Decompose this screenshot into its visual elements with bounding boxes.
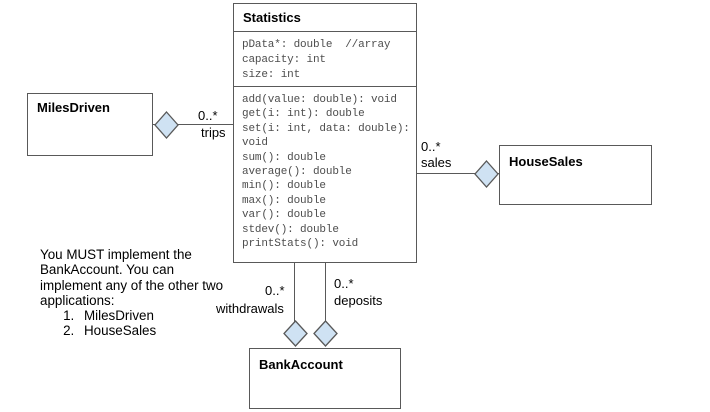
class-name: Statistics: [243, 10, 301, 25]
class-name: HouseSales: [509, 154, 583, 169]
aggregation-diamond-icon: [283, 320, 308, 347]
note-list: MilesDriven HouseSales: [40, 308, 238, 339]
method: min(): double: [242, 180, 326, 193]
note-list-item: MilesDriven: [78, 308, 238, 323]
method: max(): double: [242, 194, 326, 207]
aggregation-diamond-icon: [154, 111, 179, 139]
method: get(i: int): double: [242, 108, 365, 121]
multiplicity-label-withdrawals: 0..*: [265, 283, 285, 298]
association-line-deposits: [325, 262, 327, 322]
attributes-compartment: pData*: double //array capacity: int siz…: [234, 32, 416, 86]
method: printStats(): void: [242, 238, 359, 251]
compartment-divider: [234, 31, 416, 32]
compartment-divider: [234, 86, 416, 87]
class-name: MilesDriven: [37, 100, 110, 115]
class-box-milesdriven: MilesDriven: [27, 93, 153, 156]
note-list-item: HouseSales: [78, 323, 238, 338]
association-line-withdrawals: [294, 262, 296, 322]
role-label-trips: trips: [201, 125, 226, 140]
method: var(): double: [242, 209, 326, 222]
note-text: You MUST implement the BankAccount. You …: [40, 247, 224, 308]
method: set(i: int, data: double): void: [242, 122, 417, 150]
attribute: size: int: [242, 69, 301, 81]
attribute: pData*: double //array: [242, 39, 391, 51]
role-label-deposits: deposits: [334, 293, 383, 308]
aggregation-diamond-icon: [313, 320, 338, 347]
method: add(value: double): void: [242, 94, 397, 106]
role-label-withdrawals: withdrawals: [216, 301, 284, 316]
class-box-bankaccount: BankAccount: [249, 348, 401, 409]
association-line-trips: [153, 124, 233, 126]
method: average(): double: [242, 166, 352, 179]
method: stdev(): double: [242, 223, 339, 236]
class-box-statistics: Statistics pData*: double //array capaci…: [233, 3, 417, 263]
association-line-sales: [416, 173, 499, 175]
attribute: capacity: int: [242, 54, 326, 66]
multiplicity-label-deposits: 0..*: [334, 276, 354, 291]
class-box-housesales: HouseSales: [499, 145, 652, 205]
class-name: BankAccount: [259, 357, 343, 372]
aggregation-diamond-icon: [474, 160, 499, 188]
methods-compartment: add(value: double): void get(i: int): do…: [234, 87, 416, 251]
method: sum(): double: [242, 151, 326, 164]
instruction-note: You MUST implement the BankAccount. You …: [40, 247, 238, 339]
multiplicity-label-sales: 0..*: [421, 139, 441, 154]
role-label-sales: sales: [421, 155, 452, 170]
multiplicity-label-trips: 0..*: [198, 108, 218, 123]
